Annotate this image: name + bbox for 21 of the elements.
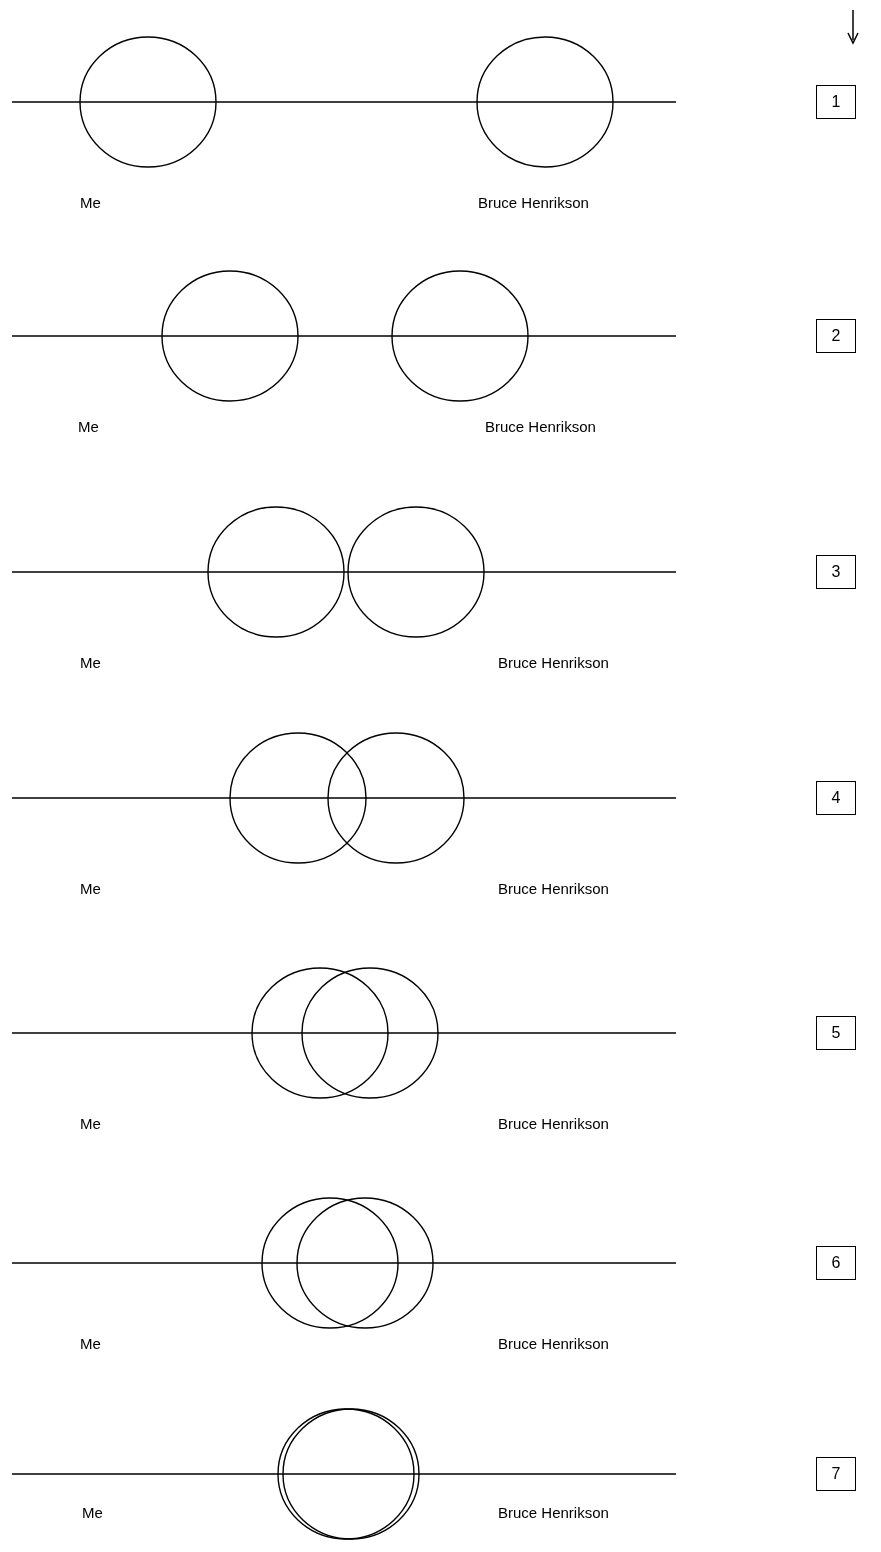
person-label: Me xyxy=(80,1335,101,1353)
person-label: Bruce Henrikson xyxy=(485,418,596,436)
step-number-box: 4 xyxy=(816,781,856,815)
person-label: Bruce Henrikson xyxy=(498,1115,609,1133)
person-label: Me xyxy=(82,1504,103,1522)
person-label: Me xyxy=(80,880,101,898)
person-label: Bruce Henrikson xyxy=(498,654,609,672)
person-label: Bruce Henrikson xyxy=(498,880,609,898)
person-label: Me xyxy=(80,194,101,212)
step-number-box: 7 xyxy=(816,1457,856,1491)
person-label: Me xyxy=(80,654,101,672)
person-label: Me xyxy=(80,1115,101,1133)
step-number-box: 2 xyxy=(816,319,856,353)
step-number-box: 5 xyxy=(816,1016,856,1050)
person-label: Bruce Henrikson xyxy=(498,1335,609,1353)
person-label: Bruce Henrikson xyxy=(498,1504,609,1522)
step-number-box: 6 xyxy=(816,1246,856,1280)
step-number-box: 3 xyxy=(816,555,856,589)
step-number-box: 1 xyxy=(816,85,856,119)
person-label: Bruce Henrikson xyxy=(478,194,589,212)
person-label: Me xyxy=(78,418,99,436)
